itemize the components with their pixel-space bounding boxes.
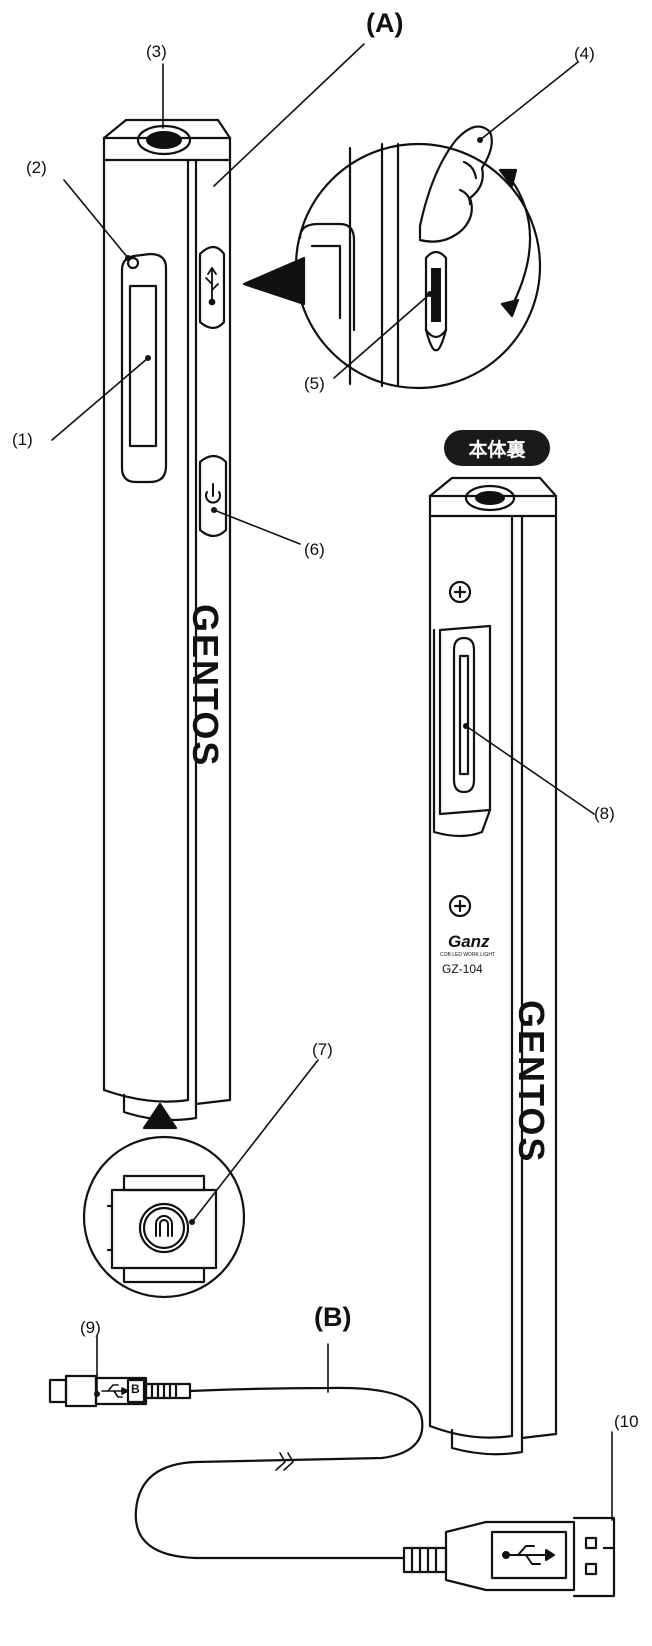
magnet-base-zoom <box>82 1102 246 1299</box>
product-logo: Ganz <box>448 932 490 951</box>
usb-icon <box>205 267 219 306</box>
label-6: (6) <box>304 540 325 559</box>
product-tagline: COB LED WORK LIGHT <box>440 952 496 958</box>
usb-icon <box>101 1384 129 1398</box>
power-icon <box>205 483 221 504</box>
label-a: (A) <box>366 8 404 38</box>
label-4: (4) <box>574 44 595 63</box>
label-2: (2) <box>26 158 47 177</box>
label-10: (10 <box>614 1412 639 1431</box>
brand-back: GENTOS <box>511 1000 552 1164</box>
label-b: (B) <box>314 1302 352 1332</box>
magnet-icon <box>155 1215 173 1237</box>
label-3: (3) <box>146 42 167 61</box>
model-number: GZ-104 <box>442 962 483 976</box>
brand-front: GENTOS <box>185 604 226 768</box>
label-8: (8) <box>594 804 615 823</box>
back-view-badge: 本体裏 <box>444 430 550 466</box>
usb-cable <box>48 1374 616 1598</box>
usb-cover-zoom <box>242 125 542 390</box>
label-9: (9) <box>80 1318 101 1337</box>
label-1: (1) <box>12 430 33 449</box>
connector-b-mark: B <box>131 1382 140 1396</box>
usb-icon <box>502 1545 555 1565</box>
indicator-led <box>126 256 140 270</box>
screw-icon <box>448 580 472 918</box>
label-5: (5) <box>304 374 325 393</box>
label-7: (7) <box>312 1040 333 1059</box>
leader-lines <box>51 43 613 1521</box>
top-lens <box>136 124 192 156</box>
